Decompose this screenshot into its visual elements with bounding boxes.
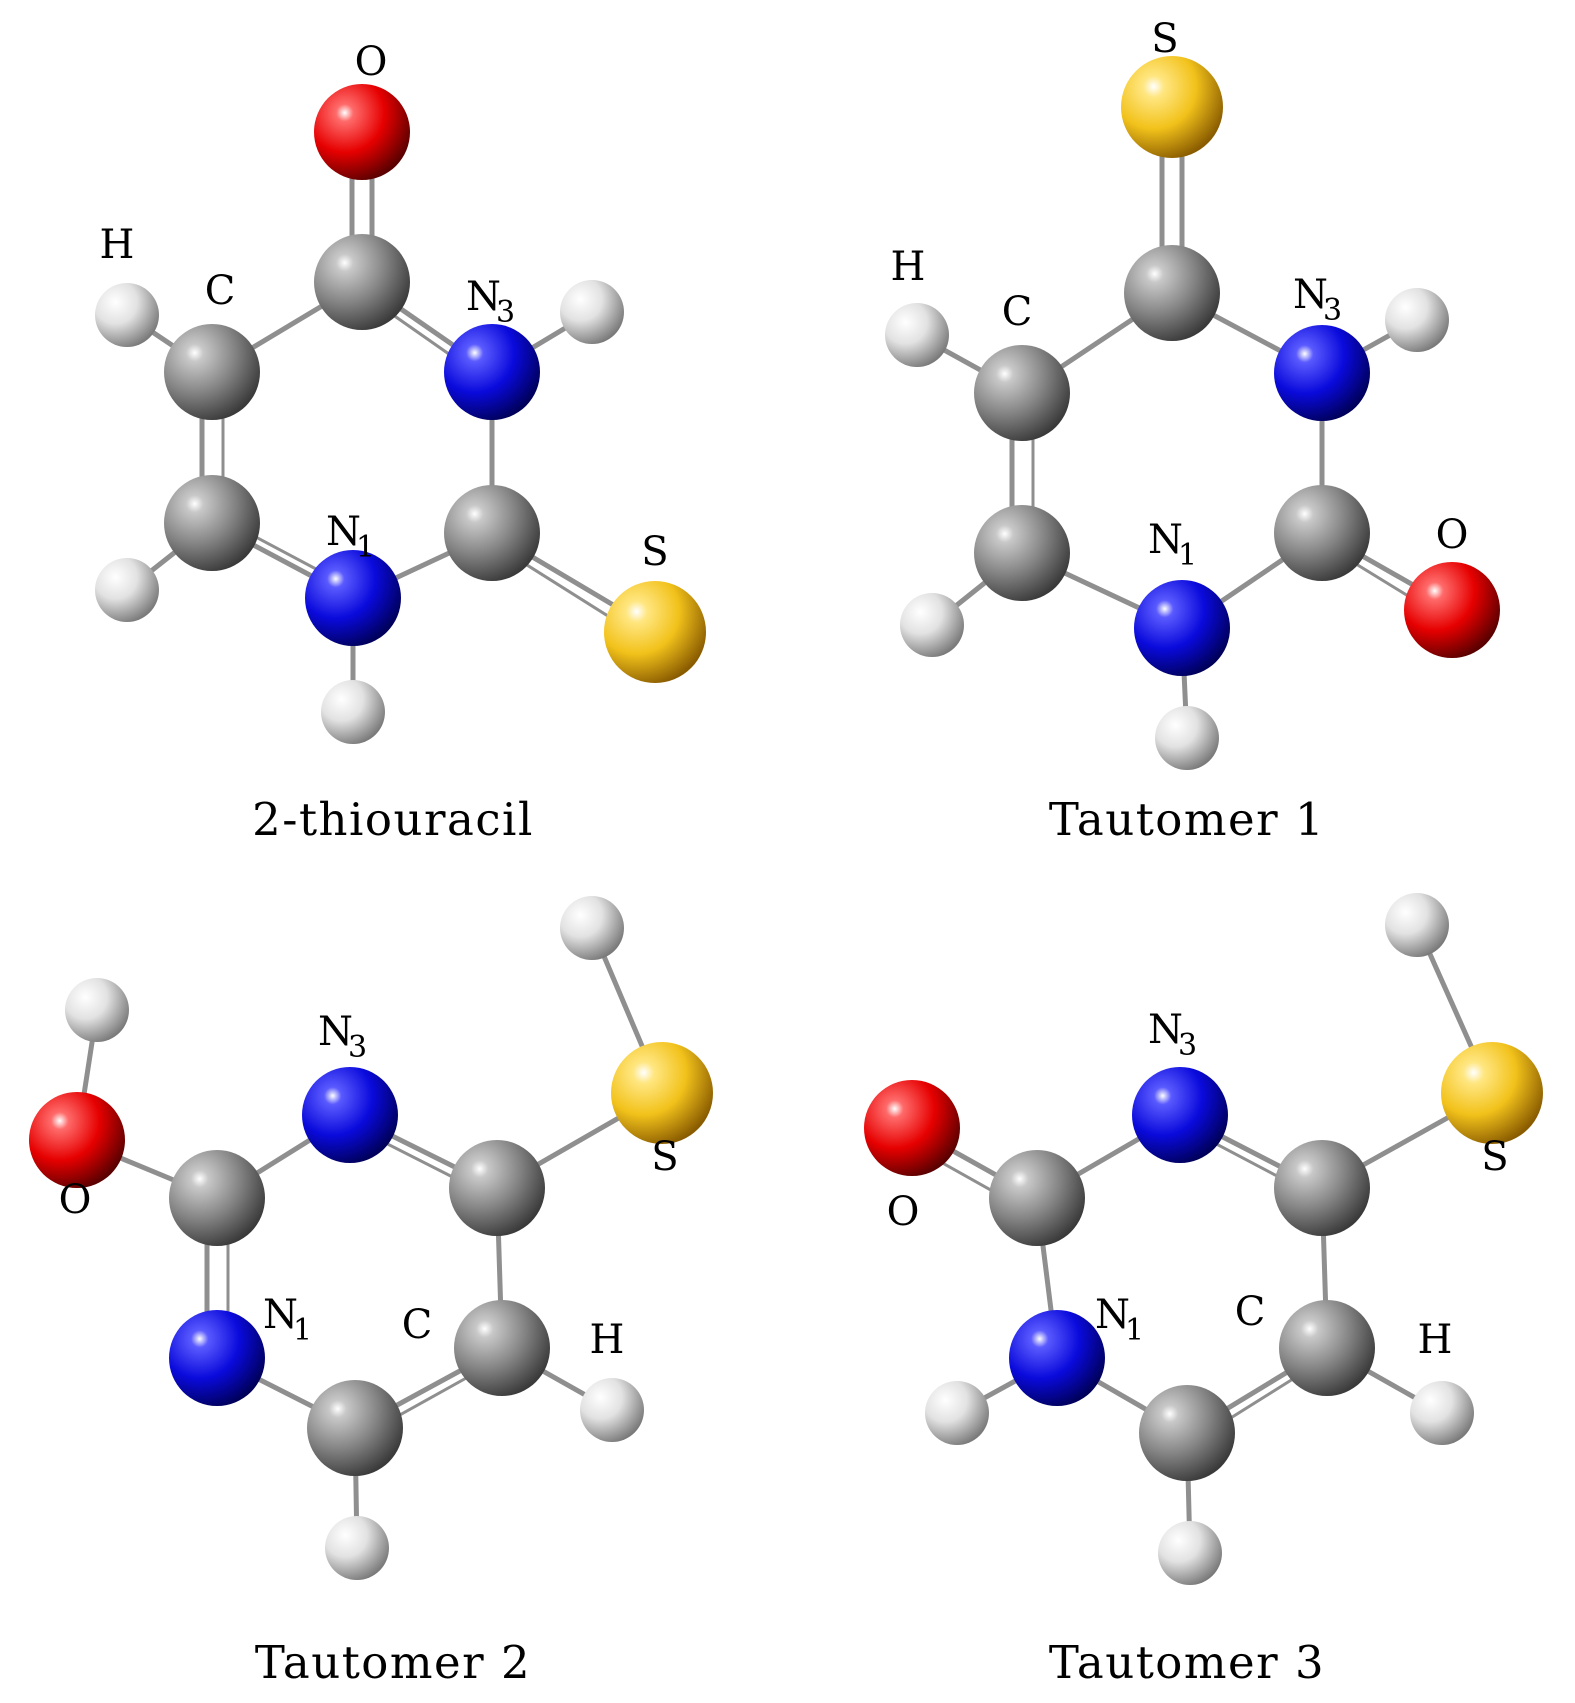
atom-oxygen [314,84,410,180]
label-sulfur: S [1481,1134,1508,1180]
label-oxygen: O [59,1177,92,1223]
atom-carbon [314,234,410,330]
atom-hydrogen [900,593,964,657]
atom-hydrogen [885,303,949,367]
label-carbon: C [402,1302,433,1348]
atom-hydrogen [560,280,624,344]
atom-hydrogen [95,558,159,622]
atom-nitrogen [169,1310,265,1406]
atoms [95,84,706,744]
panel-tautomer-1: S H C N 3 N 1 O Tautomer 1 [885,16,1500,846]
atom-carbon [169,1150,265,1246]
label-n3: N [1293,272,1328,318]
atom-carbon [1139,1385,1235,1481]
atom-sulfur [1121,56,1223,158]
caption-tautomer-3: Tautomer 3 [1049,1636,1325,1689]
atom-nitrogen [1009,1310,1105,1406]
label-n3: N [318,1009,353,1055]
atom-carbon [989,1150,1085,1246]
atom-nitrogen [1134,580,1230,676]
atom-hydrogen [1155,706,1219,770]
atom-nitrogen [305,550,401,646]
atom-carbon [307,1380,403,1476]
atom-carbon [974,345,1070,441]
atom-nitrogen [1132,1067,1228,1163]
panel-2-thiouracil: O H C N 3 N 1 S 2-thiouracil [95,39,706,846]
label-n1: N [1148,517,1183,563]
label-hydrogen: H [891,244,926,290]
label-n3-subscript: 3 [496,295,515,330]
label-carbon: C [205,268,236,314]
label-oxygen: O [887,1189,920,1235]
atom-sulfur [604,581,706,683]
atom-oxygen [29,1092,125,1188]
atom-hydrogen [65,978,129,1042]
atom-labels: O H C N 3 N 1 S [100,39,669,575]
atom-hydrogen [1158,1521,1222,1585]
atom-carbon [1274,485,1370,581]
label-n3-subscript: 3 [1323,293,1342,328]
atom-hydrogen [321,680,385,744]
atom-hydrogen [1410,1381,1474,1445]
atom-hydrogen [580,1378,644,1442]
atom-oxygen [1404,562,1500,658]
label-n1-subscript: 1 [1178,538,1197,573]
atom-carbon [164,324,260,420]
atom-hydrogen [325,1516,389,1580]
atoms [29,896,713,1580]
atom-carbon [1274,1140,1370,1236]
label-n3-subscript: 3 [348,1030,367,1065]
atom-carbon [1279,1300,1375,1396]
label-hydrogen: H [1418,1317,1453,1363]
atom-nitrogen [1274,325,1370,421]
atom-labels: N 3 O S N 1 C H [887,1007,1509,1363]
label-n3-subscript: 3 [1178,1028,1197,1063]
atom-hydrogen [1385,288,1449,352]
atom-carbon [444,485,540,581]
atom-hydrogen [1385,893,1449,957]
label-sulfur: S [651,1134,678,1180]
atom-carbon [449,1140,545,1236]
caption-2-thiouracil: 2-thiouracil [252,793,534,846]
atom-nitrogen [444,324,540,420]
panel-tautomer-2: N 3 O S N 1 C H Tautomer 2 [29,896,713,1689]
atom-oxygen [864,1080,960,1176]
atom-sulfur [1441,1042,1543,1144]
atom-carbon [164,475,260,571]
label-hydrogen: H [100,222,135,268]
atom-hydrogen [560,896,624,960]
label-oxygen: O [355,39,388,85]
panel-tautomer-3: N 3 O S N 1 C H Tautomer 3 [864,893,1543,1689]
atom-nitrogen [302,1067,398,1163]
label-sulfur: S [641,529,668,575]
label-n1-subscript: 1 [293,1313,312,1348]
label-n1: N [263,1292,298,1338]
atoms [885,56,1500,770]
label-carbon: C [1002,289,1033,335]
atom-hydrogen [925,1381,989,1445]
label-sulfur: S [1151,16,1178,62]
atom-labels: S H C N 3 N 1 O [891,16,1469,573]
label-oxygen: O [1436,512,1469,558]
atom-sulfur [611,1042,713,1144]
label-hydrogen: H [590,1317,625,1363]
label-n1: N [1095,1292,1130,1338]
atom-labels: N 3 O S N 1 C H [59,1009,679,1363]
atom-carbon [974,505,1070,601]
label-carbon: C [1235,1289,1266,1335]
atom-carbon [454,1300,550,1396]
label-n1: N [326,509,361,555]
caption-tautomer-2: Tautomer 2 [255,1636,531,1689]
atoms [864,893,1543,1585]
label-n3: N [466,274,501,320]
caption-tautomer-1: Tautomer 1 [1049,793,1325,846]
atom-carbon [1124,245,1220,341]
label-n1-subscript: 1 [356,530,375,565]
atom-hydrogen [95,283,159,347]
label-n3: N [1148,1007,1183,1053]
label-n1-subscript: 1 [1125,1313,1144,1348]
